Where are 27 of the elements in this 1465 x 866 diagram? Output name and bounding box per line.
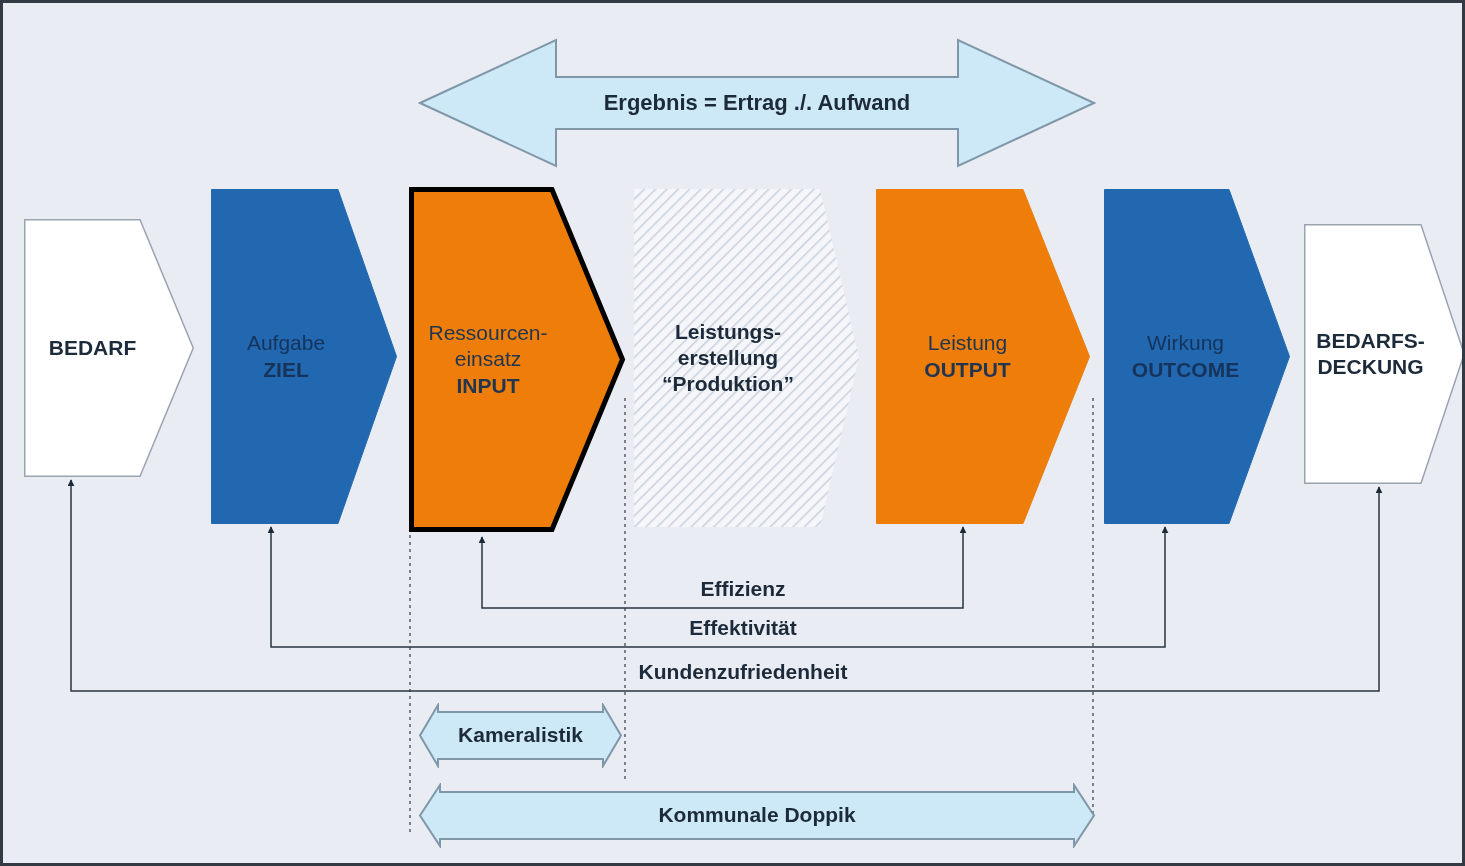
- node-label: Leistungs- erstellung “Produktion”: [661, 318, 795, 398]
- node-label: BEDARFS- DECKUNG: [1315, 327, 1426, 380]
- feedback-arrow: [267, 526, 1169, 648]
- chevron-box: [1303, 223, 1462, 485]
- double-arrow: [418, 703, 623, 768]
- double-arrow: [418, 38, 1096, 168]
- node-label: Wirkung: [1147, 330, 1224, 357]
- chevron-box: [875, 188, 1091, 525]
- node-label: Ergebnis = Ertrag ./. Aufwand: [603, 89, 911, 117]
- node-label: Ressourcen- einsatz: [427, 320, 549, 373]
- chevron-box: [210, 188, 398, 525]
- chevron-box: [408, 186, 626, 533]
- double-arrow: [418, 783, 1096, 848]
- node-label: OUTCOME: [1131, 356, 1240, 383]
- node-label: BEDARF: [48, 334, 137, 361]
- node-label: ZIEL: [263, 356, 309, 383]
- node-label: Leistung: [927, 330, 1008, 357]
- feedback-arrow: [67, 479, 1383, 692]
- chevron-box: [1103, 188, 1291, 525]
- hatched-chevron: [633, 188, 860, 528]
- node-label: INPUT: [456, 372, 520, 399]
- chevron-box: [23, 218, 195, 478]
- node-label: OUTPUT: [924, 356, 1011, 383]
- feedback-arrow: [478, 526, 967, 609]
- node-label: Aufgabe: [246, 330, 326, 357]
- node-label: Kommunale Doppik: [658, 802, 856, 829]
- node-label: Kameralistik: [458, 722, 583, 749]
